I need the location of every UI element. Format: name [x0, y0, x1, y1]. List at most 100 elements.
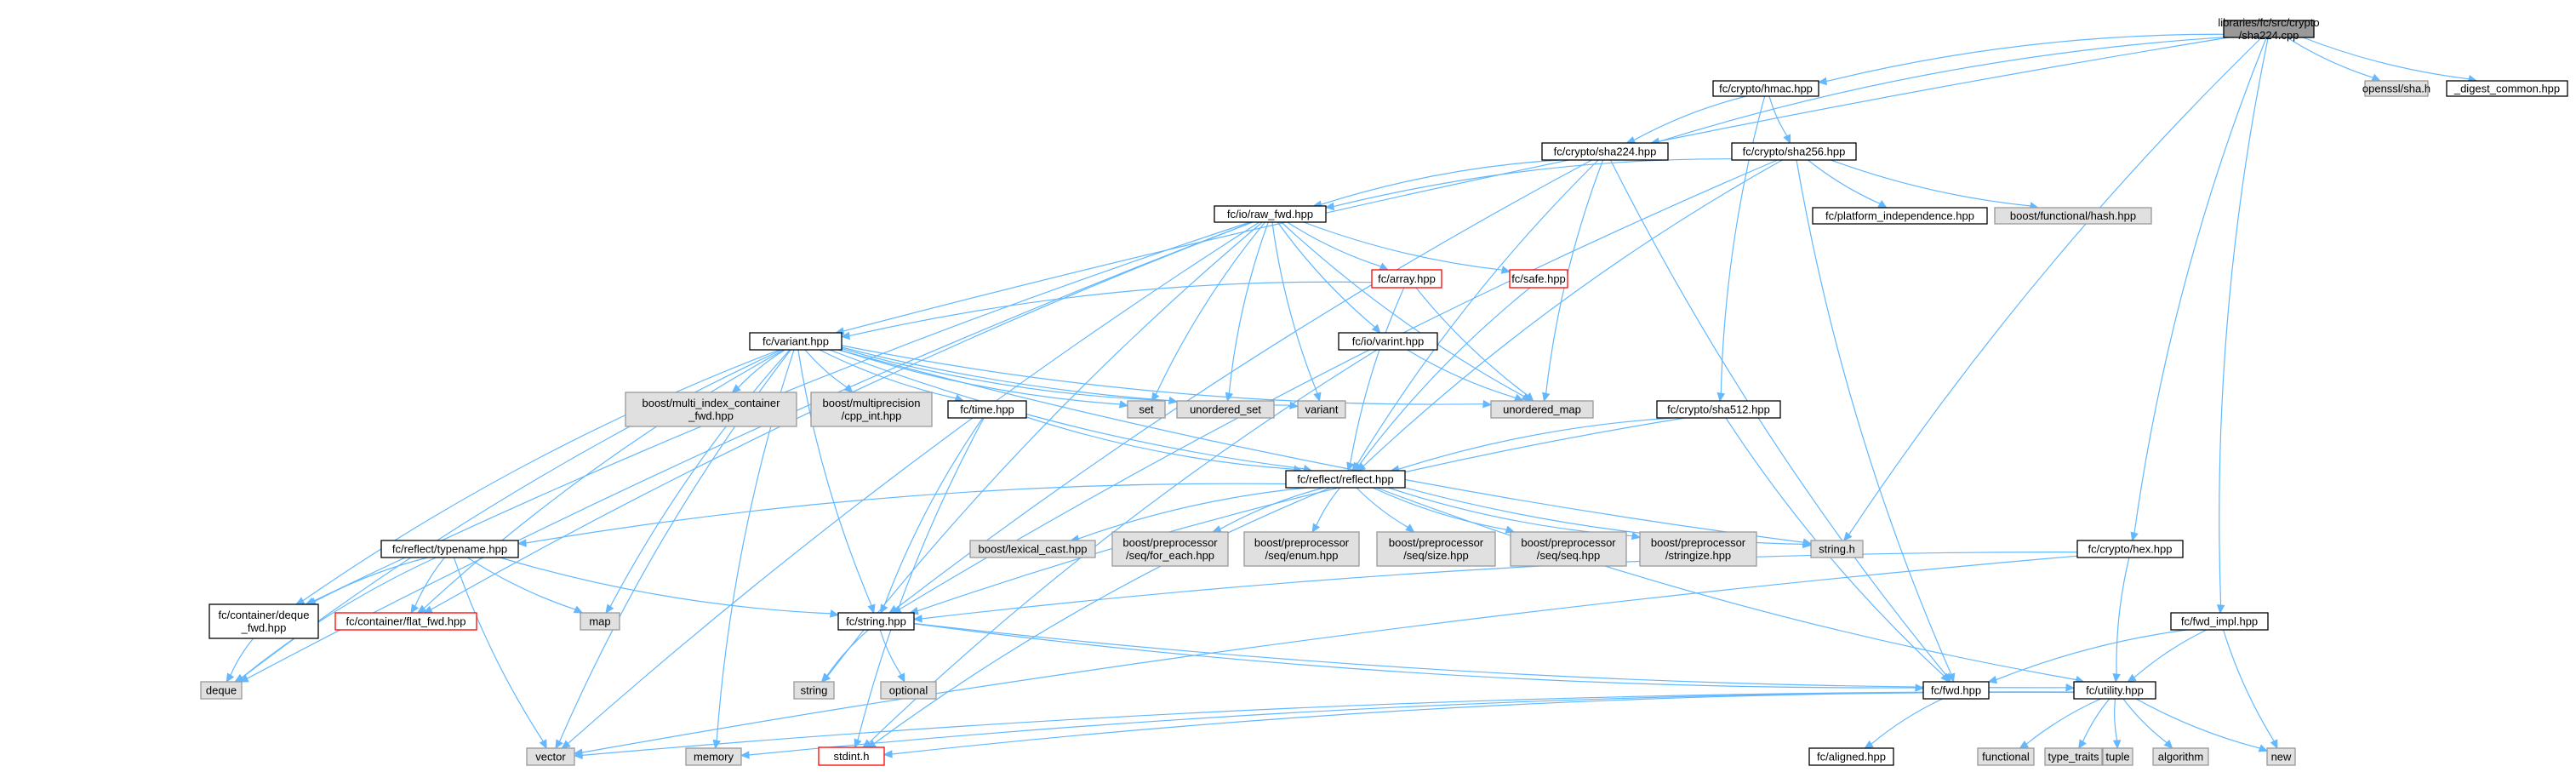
node-label: boost/multi_index_container	[643, 397, 781, 409]
node-label: boost/lexical_cast.hpp	[979, 543, 1088, 556]
node-raw-fwd[interactable]: fc/io/raw_fwd.hpp	[1214, 205, 1327, 223]
edge-layer	[226, 33, 2478, 760]
node-label: map	[589, 615, 610, 628]
node-sha224[interactable]: fc/crypto/sha224.hpp	[1541, 142, 1669, 161]
node-label: fc/crypto/hmac.hpp	[1719, 83, 1813, 95]
node-box	[1243, 531, 1360, 567]
node-box	[1639, 531, 1757, 567]
node-box	[1812, 207, 1988, 225]
node-multi-index: boost/multi_index_container_fwd.hpp	[625, 392, 797, 427]
node-box	[685, 747, 742, 766]
edge-root-to-string_h	[1843, 37, 2263, 541]
edge-hex-to-utility	[2112, 557, 2130, 683]
edge-sha256-to-fwd	[1796, 159, 1956, 683]
node-aligned[interactable]: fc/aligned.hpp	[1808, 747, 1894, 766]
node-box	[1297, 400, 1346, 419]
edge-raw_fwd-to-variant_std	[1271, 221, 1322, 403]
node-root[interactable]: libraries/fc/src/crypto/sha224.cpp	[2218, 16, 2319, 42]
node-label: _fwd.hpp	[241, 621, 287, 634]
node-reflect[interactable]: fc/reflect/reflect.hpp	[1285, 470, 1406, 489]
edge-utility-to-algorithm	[2122, 698, 2173, 749]
node-label: boost/preprocessor	[1254, 536, 1350, 549]
node-box	[2446, 80, 2568, 97]
node-box	[208, 603, 319, 639]
node-box	[580, 612, 620, 631]
node-utility[interactable]: fc/utility.hpp	[2073, 681, 2156, 700]
edge-root-to-openssl_sha	[2287, 37, 2381, 82]
node-fwd-impl[interactable]: fc/fwd_impl.hpp	[2170, 612, 2269, 631]
node-digest-common[interactable]: _digest_common.hpp	[2446, 80, 2568, 97]
node-box	[2266, 747, 2296, 766]
node-fwd[interactable]: fc/fwd.hpp	[1922, 681, 1990, 700]
edge-array-to-unordered_map	[1415, 287, 1534, 402]
node-pp-seq: boost/preprocessor/seq/seq.hpp	[1510, 531, 1627, 567]
node-memory: memory	[685, 747, 742, 766]
node-pp-stringize: boost/preprocessor/stringize.hpp	[1639, 531, 1757, 567]
edge-variant-to-flat_fwd	[416, 349, 785, 614]
edge-fwd_impl-to-fwd	[1987, 629, 2187, 684]
node-box	[1127, 400, 1166, 419]
node-hex[interactable]: fc/crypto/hex.hpp	[2076, 540, 2184, 558]
node-label: /seq/enum.hpp	[1265, 549, 1338, 562]
node-sha256[interactable]: fc/crypto/sha256.hpp	[1731, 142, 1857, 161]
node-label: functional	[1982, 751, 2030, 763]
edge-reflect-to-stdint	[866, 487, 1331, 748]
node-algorithm: algorithm	[2152, 747, 2209, 766]
edge-fwd_impl-to-utility	[2127, 629, 2208, 683]
edge-hmac-to-sha224	[1625, 95, 1747, 144]
node-sha512[interactable]: fc/crypto/sha512.hpp	[1656, 400, 1781, 419]
edge-variant-to-multi_index	[731, 349, 785, 393]
edge-sha224-to-fwd	[1609, 159, 1951, 683]
edge-root-to-fwd_impl	[2216, 37, 2269, 615]
node-label: fc/reflect/reflect.hpp	[1297, 473, 1393, 486]
node-unordered-map: unordered_map	[1490, 400, 1594, 419]
edge-variant-to-unordered_map	[841, 345, 1493, 409]
edge-root-to-hex	[2130, 37, 2267, 542]
node-box	[2073, 681, 2156, 700]
node-label: fc/array.hpp	[1378, 272, 1436, 285]
node-io-varint[interactable]: fc/io/varint.hpp	[1338, 332, 1438, 351]
node-stdint[interactable]: stdint.h	[818, 746, 885, 766]
node-typename[interactable]: fc/reflect/typename.hpp	[380, 540, 519, 558]
node-box	[1371, 269, 1442, 289]
edge-fc_string-to-optional	[879, 629, 905, 683]
edge-time-to-fc_string	[880, 417, 984, 615]
node-label: _digest_common.hpp	[2453, 83, 2560, 95]
node-pp-for-each: boost/preprocessor/seq/for_each.hpp	[1111, 531, 1229, 567]
node-deque-fwd[interactable]: fc/container/deque_fwd.hpp	[208, 603, 319, 639]
node-box	[1810, 540, 1864, 558]
node-platform-indep[interactable]: fc/platform_independence.hpp	[1812, 207, 1988, 225]
node-lexical-cast: boost/lexical_cast.hpp	[969, 540, 1096, 558]
node-time[interactable]: fc/time.hpp	[947, 400, 1027, 419]
node-array[interactable]: fc/array.hpp	[1371, 269, 1442, 289]
node-label: boost/preprocessor	[1389, 536, 1484, 549]
node-layer: libraries/fc/src/crypto/sha224.cppopenss…	[200, 16, 2568, 766]
node-label: fc/utility.hpp	[2086, 684, 2144, 697]
node-box	[1510, 531, 1627, 567]
edge-variant-to-set	[839, 349, 1129, 409]
node-variant[interactable]: fc/variant.hpp	[749, 332, 842, 351]
edge-io_varint-to-unordered_map	[1407, 349, 1524, 402]
node-box	[1214, 205, 1327, 223]
node-box	[1176, 400, 1275, 419]
node-box	[1111, 531, 1229, 567]
node-box	[2170, 612, 2269, 631]
node-vector: vector	[526, 747, 575, 766]
node-label: fc/platform_independence.hpp	[1825, 209, 1974, 222]
node-fc-string[interactable]: fc/string.hpp	[837, 612, 915, 631]
edge-typename-to-map	[466, 557, 584, 614]
node-hmac[interactable]: fc/crypto/hmac.hpp	[1712, 80, 1819, 97]
edge-sha256-to-boost_hash	[1831, 159, 2039, 210]
edge-sha512-to-fc_string	[909, 417, 1685, 615]
edge-safe-to-reflect	[1352, 287, 1531, 472]
node-box	[969, 540, 1096, 558]
node-box	[380, 540, 519, 558]
edge-variant-to-string_h	[837, 349, 1813, 546]
edge-fc_string-to-string_std	[820, 629, 869, 683]
node-label: stdint.h	[834, 750, 870, 763]
node-flat-fwd[interactable]: fc/container/flat_fwd.hpp	[334, 612, 477, 631]
edge-typename-to-vector	[453, 557, 547, 750]
node-safe[interactable]: fc/safe.hpp	[1509, 269, 1568, 289]
node-label: deque	[206, 684, 237, 697]
node-pp-size: boost/preprocessor/seq/size.hpp	[1376, 531, 1496, 567]
